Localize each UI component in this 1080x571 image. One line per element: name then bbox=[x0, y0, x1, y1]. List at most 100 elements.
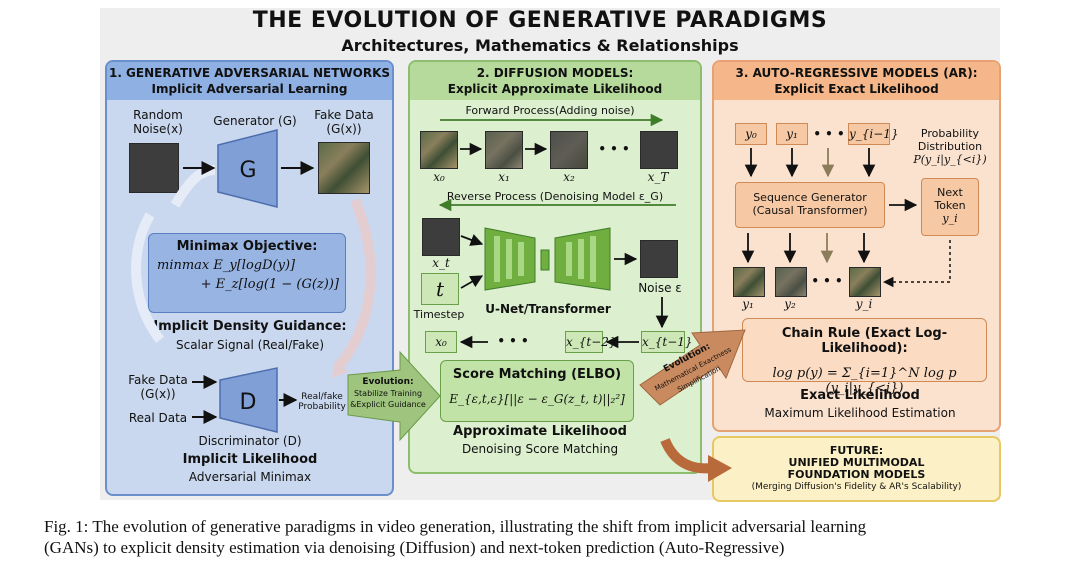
minimax-formula-line1: minmax E_y[logD(y)] bbox=[157, 258, 296, 273]
next-token-box: Next Token y_i bbox=[921, 178, 979, 236]
forward-process-label: Forward Process(Adding noise) bbox=[465, 104, 635, 117]
discriminator-label: Discriminator (D) bbox=[198, 434, 302, 448]
evolution-arrow-1 bbox=[347, 350, 441, 442]
ar-header-title: 3. AUTO-REGRESSIVE MODELS (AR): bbox=[735, 66, 978, 80]
score-matching-formula: E_{ε,t,ε}[||ε − ε_G(z_t, t)||₂²] bbox=[449, 392, 625, 406]
ar-header-subtitle: Explicit Exact Likelihood bbox=[774, 82, 939, 96]
ar-output-y1-image bbox=[733, 267, 765, 297]
diffusion-xT-label: x_T bbox=[647, 170, 669, 184]
diffusion-x1-image bbox=[485, 131, 523, 169]
unet-block-4 bbox=[566, 242, 572, 276]
timestep-box: t bbox=[421, 273, 459, 305]
ar-token-y0: y₀ bbox=[735, 123, 767, 145]
caption-line2: (GANs) to explicit density estimation vi… bbox=[44, 538, 785, 557]
disc-output-line1: Real/fake bbox=[301, 392, 343, 402]
random-noise-image bbox=[129, 143, 179, 193]
figure-title: THE EVOLUTION OF GENERATIVE PARADIGMS bbox=[252, 8, 828, 33]
gan-header: 1. GENERATIVE ADVERSARIAL NETWORKS Impli… bbox=[107, 62, 392, 100]
disc-output-label: Real/fake Probability bbox=[292, 392, 352, 412]
chain-rule-box: Chain Rule (Exact Log-Likelihood): log p… bbox=[742, 318, 987, 396]
gan-feedback-arc-left bbox=[131, 212, 165, 343]
generator-shape bbox=[217, 129, 278, 208]
ar-output-y2-label: y₂ bbox=[784, 297, 796, 311]
fake-data-line1: Fake Data bbox=[314, 108, 374, 122]
minimax-objective-box: Minimax Objective: minmax E_y[logD(y)] +… bbox=[148, 233, 346, 313]
forward-dots: • • • bbox=[598, 142, 630, 156]
noise-label: Noise ε bbox=[638, 281, 682, 295]
diffusion-x0-label: x₀ bbox=[433, 170, 445, 184]
ar-output-dots: • • • bbox=[811, 274, 843, 288]
diffusion-footer-subtitle: Denoising Score Matching bbox=[461, 442, 619, 456]
unet-block-1 bbox=[494, 236, 500, 282]
unet-block-2 bbox=[506, 239, 512, 279]
future-arrowhead bbox=[708, 455, 732, 482]
ar-footer-subtitle: Maximum Likelihood Estimation bbox=[764, 406, 956, 420]
evolution-1-line2: &Explicit Guidance bbox=[350, 400, 426, 409]
diffusion-xT-image bbox=[640, 131, 678, 169]
gan-footer-subtitle: Adversarial Minimax bbox=[188, 470, 312, 484]
future-panel: FUTURE: UNIFIED MULTIMODAL FOUNDATION MO… bbox=[712, 436, 1001, 502]
future-line3: FOUNDATION MODELS bbox=[787, 468, 926, 481]
reverse-dots: • • • bbox=[497, 334, 529, 348]
disc-fake-input-line2: (G(x)) bbox=[140, 387, 176, 401]
generator-label: Generator (G) bbox=[213, 114, 297, 128]
sequence-generator-line2: (Causal Transformer) bbox=[752, 204, 868, 217]
disc-fake-input-label: Fake Data (G(x)) bbox=[118, 373, 198, 401]
diffusion-xt-image bbox=[422, 218, 460, 256]
next-token-line2: Token bbox=[934, 199, 966, 212]
minimax-title: Minimax Objective: bbox=[176, 239, 318, 254]
random-noise-label: Random Noise(x) bbox=[118, 108, 198, 136]
gan-feedback-arrowhead bbox=[332, 360, 348, 378]
implicit-density-guidance-title: Implicit Density Guidance: bbox=[153, 319, 347, 334]
gan-header-subtitle: Implicit Adversarial Learning bbox=[151, 82, 348, 96]
probability-line2: Distribution bbox=[917, 140, 983, 153]
random-noise-line2: Noise(x) bbox=[133, 122, 183, 136]
chain-rule-title: Chain Rule (Exact Log-Likelihood): bbox=[781, 326, 948, 356]
ar-token-y1: y₁ bbox=[776, 123, 808, 145]
unet-bottleneck bbox=[540, 249, 550, 271]
score-matching-box: Score Matching (ELBO) E_{ε,t,ε}[||ε − ε_… bbox=[440, 360, 634, 422]
fake-data-label: Fake Data (G(x)) bbox=[304, 108, 384, 136]
diffusion-x1-label: x₁ bbox=[498, 170, 510, 184]
diffusion-x0-image bbox=[420, 131, 458, 169]
caption-line1: Fig. 1: The evolution of generative para… bbox=[44, 517, 867, 536]
ar-output-y1-label: y₁ bbox=[742, 297, 754, 311]
unet-block-3 bbox=[518, 242, 524, 276]
future-arrow-shaft bbox=[660, 437, 713, 474]
generator-letter: G bbox=[239, 158, 256, 183]
denoise-x0-box: x₀ bbox=[425, 331, 457, 353]
next-token-line1: Next bbox=[937, 186, 963, 199]
timestep-label: Timestep bbox=[413, 308, 465, 321]
next-token-symbol: y_i bbox=[942, 212, 958, 225]
gan-footer-title: Implicit Likelihood bbox=[182, 452, 318, 467]
evolution-1-line1: Stabilize Training bbox=[354, 389, 422, 398]
diffusion-x2-image bbox=[550, 131, 588, 169]
ar-header: 3. AUTO-REGRESSIVE MODELS (AR): Explicit… bbox=[714, 62, 999, 100]
discriminator-shape bbox=[219, 367, 278, 433]
gan-header-title: 1. GENERATIVE ADVERSARIAL NETWORKS bbox=[108, 66, 391, 80]
ar-output-yi-label: y_i bbox=[855, 297, 873, 311]
ar-output-yi-image bbox=[849, 267, 881, 297]
implicit-density-guidance-subtitle: Scalar Signal (Real/Fake) bbox=[175, 338, 324, 352]
probability-distribution-label: Probability Distribution P(y_i|y_{<i}) bbox=[902, 127, 998, 166]
diffusion-xt-label: x_t bbox=[432, 256, 450, 270]
future-line2: UNIFIED MULTIMODAL bbox=[788, 456, 925, 469]
ar-token-yi-1: y_{i−1} bbox=[848, 123, 899, 145]
disc-fake-input-line1: Fake Data bbox=[128, 373, 188, 387]
denoise-xt1-box: x_{t−1} bbox=[641, 331, 693, 353]
diffusion-footer-title: Approximate Likelihood bbox=[453, 424, 627, 439]
figure-caption: Fig. 1: The evolution of generative para… bbox=[44, 516, 1064, 558]
sequence-generator-line1: Sequence Generator bbox=[753, 191, 867, 204]
chain-rule-formula: log p(y) = Σ_{i=1}^N log p (y_i|y_{<i}) bbox=[772, 366, 957, 396]
diffusion-noise-image bbox=[640, 240, 678, 278]
evolution-1-title: Evolution: bbox=[362, 377, 413, 387]
diffusion-header-subtitle: Explicit Approximate Likelihood bbox=[447, 82, 663, 96]
future-line4: (Merging Diffusion's Fidelity & AR's Sca… bbox=[751, 482, 962, 492]
probability-formula: P(y_i|y_{<i}) bbox=[913, 153, 987, 166]
unet-block-5 bbox=[578, 239, 584, 279]
discriminator-letter: D bbox=[240, 390, 257, 415]
diffusion-header: 2. DIFFUSION MODELS: Explicit Approximat… bbox=[410, 62, 700, 100]
ar-output-y2-image bbox=[775, 267, 807, 297]
